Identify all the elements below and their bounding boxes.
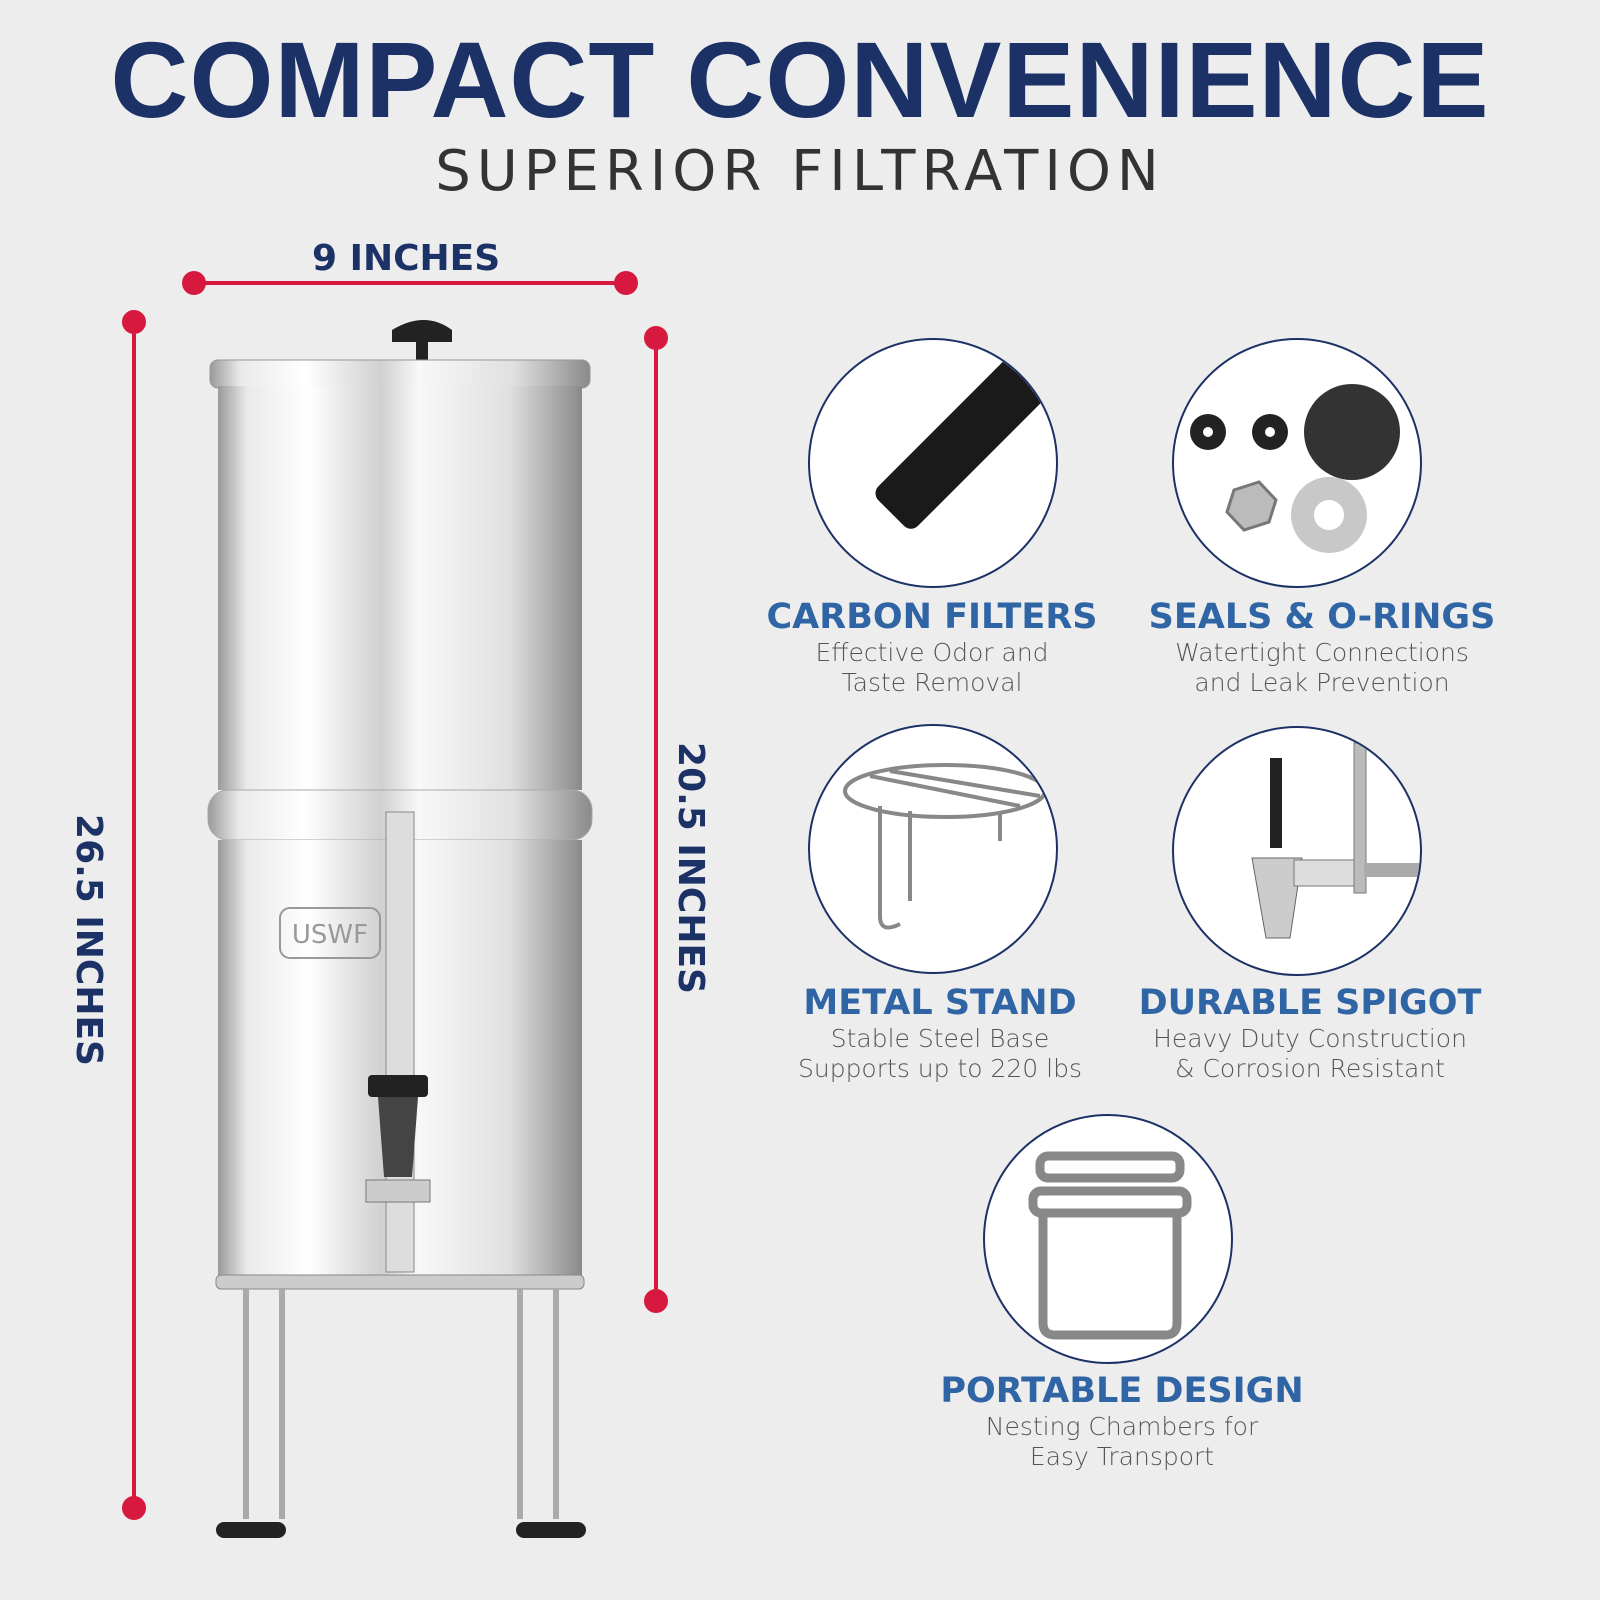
water-filter-tank: USWF — [207, 320, 593, 1538]
feature-title: CARBON FILTERS — [766, 597, 1098, 637]
carbon-filter-image — [808, 338, 1058, 588]
page-subtitle: SUPERIOR FILTRATION — [435, 139, 1165, 204]
total-height-label: 26.5 INCHES — [68, 814, 109, 1066]
feature-desc-2: Supports up to 220 lbs — [797, 1054, 1082, 1083]
feature-desc-2: Easy Transport — [1029, 1442, 1215, 1471]
dimension-lines: USWF — [122, 271, 668, 1538]
feature-desc-1: Heavy Duty Construction — [1153, 1024, 1467, 1053]
feature-desc-1: Effective Odor and — [815, 638, 1049, 667]
nesting-chambers-icon — [983, 1114, 1233, 1364]
feature-desc-2: Taste Removal — [841, 668, 1023, 697]
feature-carbon-filters: CARBON FILTERS Effective Odor and Taste … — [732, 596, 1132, 698]
feature-desc-2: and Leak Prevention — [1194, 668, 1450, 697]
feature-title: METAL STAND — [803, 983, 1077, 1023]
spigot-image — [1172, 726, 1422, 976]
feature-desc-1: Watertight Connections — [1175, 638, 1469, 667]
feature-title: SEALS & O-RINGS — [1148, 597, 1496, 637]
feature-spigot: DURABLE SPIGOT Heavy Duty Construction &… — [1110, 982, 1510, 1084]
seals-image — [1172, 338, 1422, 588]
feature-desc-1: Stable Steel Base — [830, 1024, 1050, 1053]
feature-title: DURABLE SPIGOT — [1138, 983, 1482, 1023]
feature-metal-stand: METAL STAND Stable Steel Base Supports u… — [740, 982, 1140, 1084]
feature-desc-1: Nesting Chambers for — [985, 1412, 1259, 1441]
feature-seals: SEALS & O-RINGS Watertight Connections a… — [1122, 596, 1522, 698]
metal-stand-image — [808, 724, 1058, 974]
product-logo: USWF — [292, 920, 368, 950]
feature-portable-design: PORTABLE DESIGN Nesting Chambers for Eas… — [922, 1370, 1322, 1472]
page-title: COMPACT CONVENIENCE — [110, 19, 1490, 140]
feature-title: PORTABLE DESIGN — [940, 1371, 1304, 1411]
tank-height-label: 20.5 INCHES — [670, 742, 711, 994]
feature-desc-2: & Corrosion Resistant — [1175, 1054, 1445, 1083]
width-label: 9 INCHES — [312, 238, 501, 279]
